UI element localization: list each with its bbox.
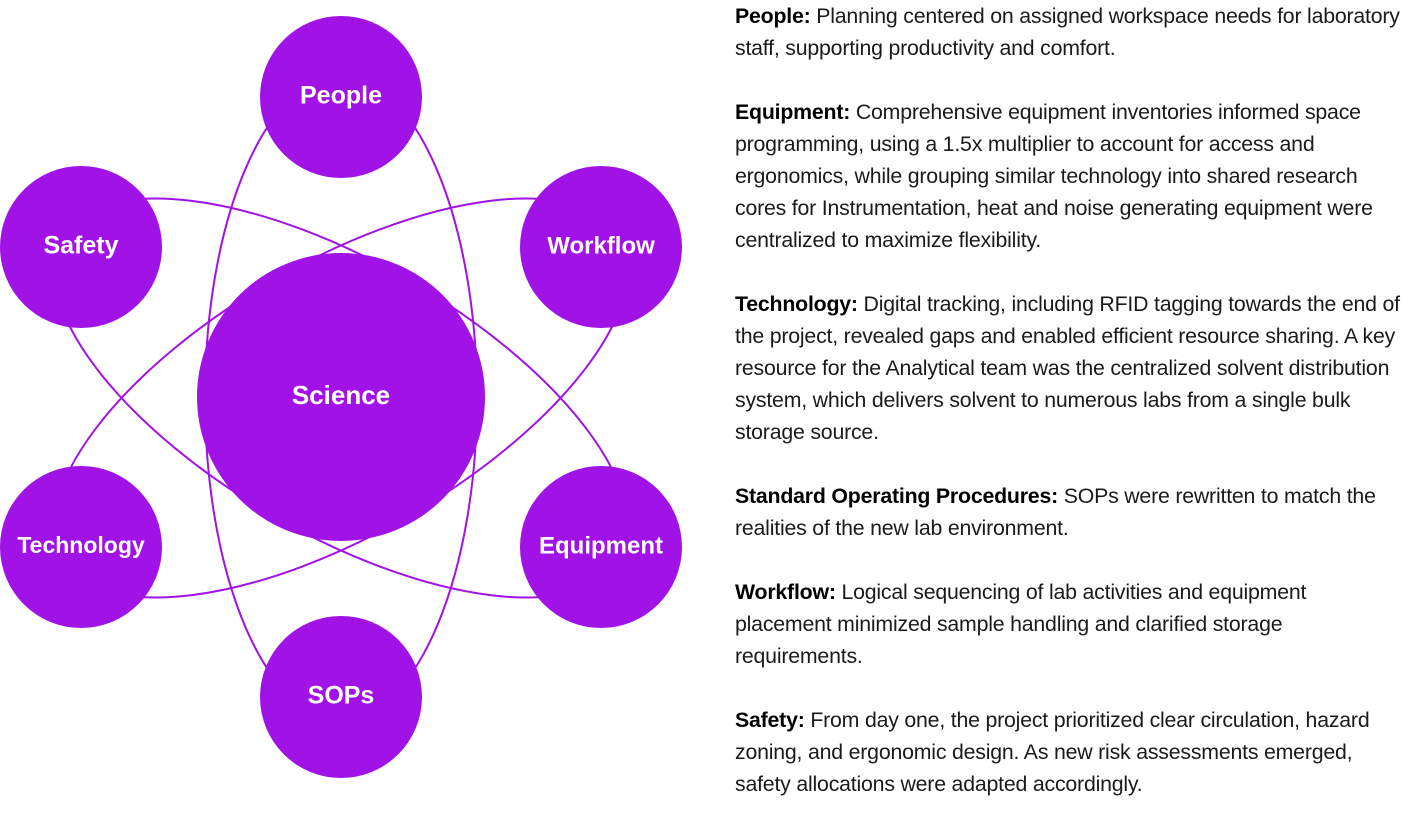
description-safety: Safety: From day one, the project priori… <box>735 704 1407 800</box>
node-safety: Safety <box>0 166 162 328</box>
node-label-safety: Safety <box>43 232 118 260</box>
description-text: From day one, the project prioritized cl… <box>735 708 1370 796</box>
description-text: Comprehensive equipment inventories info… <box>735 100 1373 252</box>
description-term: Safety: <box>735 708 805 732</box>
description-text: SOPs were rewritten to match the realiti… <box>735 484 1376 540</box>
description-people: People: Planning centered on assigned wo… <box>735 0 1407 64</box>
node-label-people: People <box>300 82 382 110</box>
description-workflow: Workflow: Logical sequencing of lab acti… <box>735 576 1407 672</box>
description-term: Standard Operating Procedures: <box>735 484 1058 508</box>
description-sops: Standard Operating Procedures: SOPs were… <box>735 480 1407 544</box>
description-term: Equipment: <box>735 100 851 124</box>
description-equipment: Equipment: Comprehensive equipment inven… <box>735 96 1407 256</box>
description-term: Workflow: <box>735 580 836 604</box>
node-label-equipment: Equipment <box>539 532 663 559</box>
description-text: Planning centered on assigned workspace … <box>735 4 1400 60</box>
node-equipment: Equipment <box>520 466 682 628</box>
description-text: Logical sequencing of lab activities and… <box>735 580 1307 668</box>
description-term: People: <box>735 4 811 28</box>
node-sops: SOPs <box>260 616 422 778</box>
node-people: People <box>260 16 422 178</box>
description-term: Technology: <box>735 292 858 316</box>
center-node-label: Science <box>292 380 390 410</box>
node-label-sops: SOPs <box>308 682 375 710</box>
center-node: Science <box>197 253 485 541</box>
node-label-technology: Technology <box>17 532 145 558</box>
description-technology: Technology: Digital tracking, including … <box>735 288 1407 448</box>
description-list: People: Planning centered on assigned wo… <box>735 0 1407 832</box>
node-workflow: Workflow <box>520 166 682 328</box>
description-text: Digital tracking, including RFID tagging… <box>735 292 1400 444</box>
science-orbit-diagram: Science People Workflow Equipment SOPs T… <box>0 16 682 778</box>
node-technology: Technology <box>0 466 162 628</box>
node-label-workflow: Workflow <box>547 232 655 259</box>
